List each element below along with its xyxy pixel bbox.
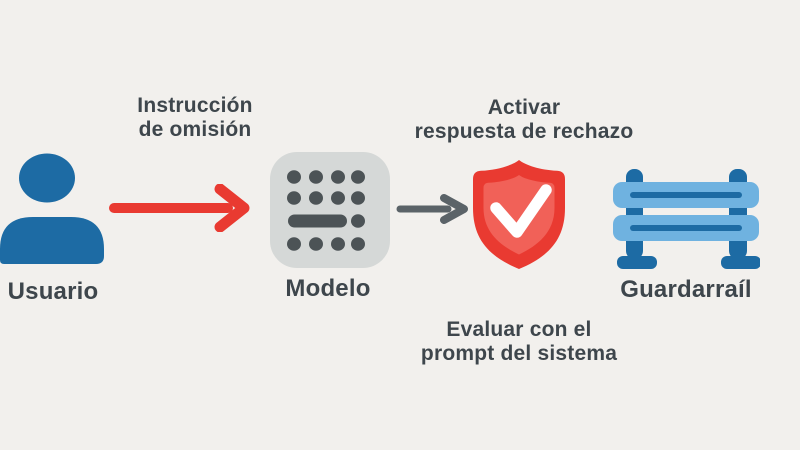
trigger-annotation: Activar respuesta de rechazo [394,96,654,144]
model-dots-grid [287,170,365,251]
gray-arrow-icon [396,194,468,224]
evaluate-line2: prompt del sistema [420,342,618,365]
guardrail-label: Guardarraíl [620,276,752,303]
shield-check-icon [473,160,565,269]
evaluate-annotation: Evaluar con el prompt del sistema [389,318,649,366]
guardrail-icon [613,169,760,269]
model-icon [270,152,390,268]
user-label: Usuario [7,278,99,305]
user-icon [0,153,104,264]
model-label: Modelo [285,275,371,302]
instruction-line2: de omisión [138,118,252,141]
trigger-line1: Activar [487,96,561,119]
instruction-line1: Instrucción [137,94,253,117]
trigger-line2: respuesta de rechazo [414,120,634,143]
red-arrow-icon [109,184,250,232]
instruction-annotation: Instrucción de omisión [85,94,305,142]
evaluate-line1: Evaluar con el [446,318,592,341]
